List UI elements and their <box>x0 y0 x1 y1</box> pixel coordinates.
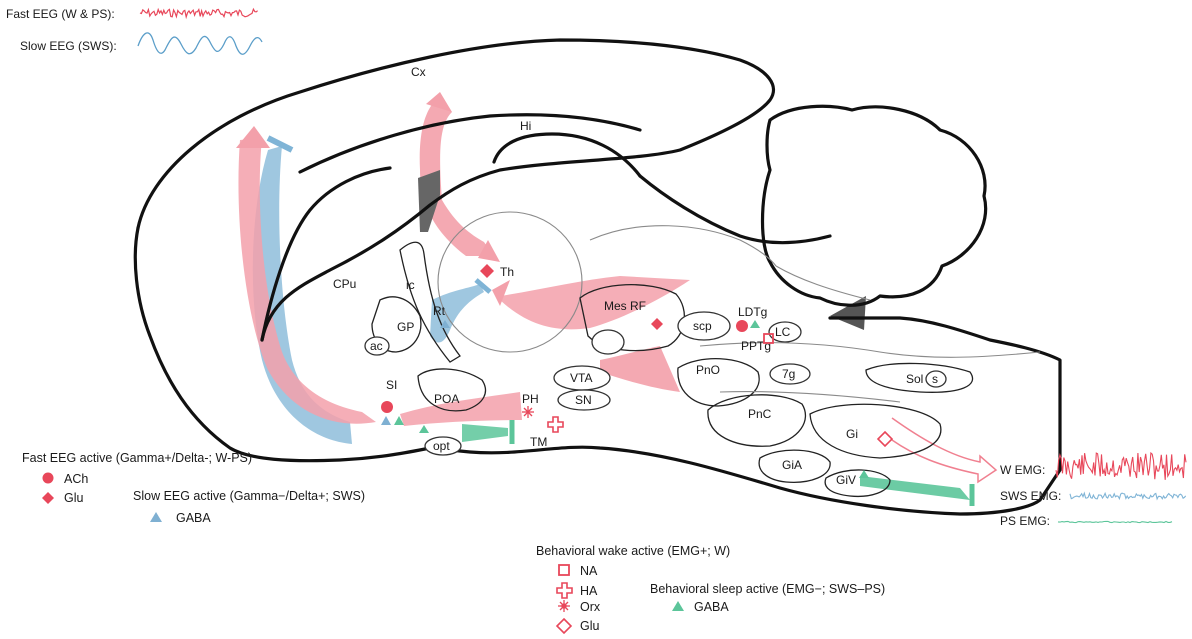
pink-cortex-arrowhead <box>236 126 270 148</box>
label-gp: GP <box>397 320 414 334</box>
legend-ha-icon <box>557 583 572 598</box>
label-si: SI <box>386 378 397 392</box>
pons-dorsal-outline <box>776 266 870 300</box>
fast-eeg-label: Fast EEG (W & PS): <box>6 7 115 21</box>
label-s: s <box>932 372 938 386</box>
gaba-sleep-marker-poa <box>419 425 429 433</box>
gaba-marker-si <box>381 416 391 425</box>
legend-orx-icon <box>558 600 570 612</box>
midbrain-dorsal-outline <box>640 176 830 243</box>
label-ic: ic <box>406 278 415 292</box>
legend-glu-label: Glu <box>64 491 84 505</box>
mamillary-outline <box>592 330 624 354</box>
label-opt: opt <box>433 439 450 453</box>
label-pptg: PPTg <box>741 339 771 353</box>
w-emg-label: W EMG: <box>1000 463 1045 477</box>
ach-marker-ldtg <box>736 320 748 332</box>
legend-ach-label: ACh <box>64 472 88 486</box>
slow-eeg-label: Slow EEG (SWS): <box>20 39 117 53</box>
label-gia: GiA <box>782 458 802 472</box>
legend-glu-icon <box>42 492 54 504</box>
corpus-callosum <box>300 115 640 172</box>
legend-gaba-sleep-label: GABA <box>694 600 729 614</box>
ps-emg-trace <box>1058 521 1172 522</box>
legend-sleep-title: Behavioral sleep active (EMG−; SWS–PS) <box>650 582 885 596</box>
label-ph: PH <box>522 392 539 406</box>
hippocampus-outline <box>494 134 640 176</box>
label-ac: ac <box>370 339 383 353</box>
label-mes-rf: Mes RF <box>604 299 646 313</box>
gaba-sleep-marker-ldtg <box>750 320 760 328</box>
label-lc: LC <box>775 325 791 339</box>
label-hi: Hi <box>520 119 531 133</box>
label-scp: scp <box>693 319 712 333</box>
fast-eeg-trace <box>140 9 258 17</box>
label-cpu: CPu <box>333 277 356 291</box>
legend-na-label: NA <box>580 564 598 578</box>
legend-glu-wake-label: Glu <box>580 619 600 633</box>
orx-marker-ph <box>522 406 534 418</box>
green-emg-pathway <box>860 476 970 500</box>
gaba-sleep-marker-giv <box>859 470 869 478</box>
label-7g: 7g <box>782 367 795 381</box>
legend-orx-label: Orx <box>580 600 601 614</box>
legend-ach-icon <box>43 473 54 484</box>
legend-fast-eeg-title: Fast EEG active (Gamma+/Delta-; W-PS) <box>22 451 252 465</box>
w-emg-trace <box>1056 453 1186 480</box>
label-sol: Sol <box>906 372 923 386</box>
label-sn: SN <box>575 393 592 407</box>
label-ldtg: LDTg <box>738 305 767 319</box>
glu-marker-mes-rf <box>651 318 663 330</box>
green-poa-pathway <box>462 424 508 442</box>
label-vta: VTA <box>570 371 592 385</box>
label-pno: PnO <box>696 363 720 377</box>
legend-ha-label: HA <box>580 584 598 598</box>
sws-emg-label: SWS EMG: <box>1000 489 1061 503</box>
label-rt: Rt <box>433 304 446 318</box>
ps-emg-label: PS EMG: <box>1000 514 1050 528</box>
label-cx: Cx <box>411 65 426 79</box>
pink-mesencephalic-pathway <box>500 276 690 329</box>
label-giv: GiV <box>836 473 856 487</box>
glu-wake-marker-gi <box>878 432 892 446</box>
label-poa: POA <box>434 392 459 406</box>
legend-gaba-slow-label: GABA <box>176 511 211 525</box>
grey-fourth-ventricle <box>830 296 866 330</box>
midbrain-tectum-outline <box>590 226 776 266</box>
label-pnc: PnC <box>748 407 772 421</box>
legend-gaba-sleep-icon <box>672 601 684 611</box>
glu-marker-th <box>480 264 494 278</box>
slow-eeg-trace <box>138 33 262 54</box>
legend-na-icon <box>559 565 569 575</box>
gi-outline <box>810 404 941 458</box>
legend-slow-eeg-title: Slow EEG active (Gamma−/Delta+; SWS) <box>133 489 365 503</box>
wake-emg-arrow <box>892 418 996 482</box>
ha-marker-tm <box>548 417 563 432</box>
ach-marker-si <box>381 401 393 413</box>
cerebellum-outline <box>763 106 986 305</box>
label-gi: Gi <box>846 427 858 441</box>
label-tm: TM <box>530 435 547 449</box>
legend-wake-title: Behavioral wake active (EMG+; W) <box>536 544 730 558</box>
legend-gaba-slow-icon <box>150 512 162 522</box>
legend-glu-wake-icon <box>557 619 571 633</box>
label-th: Th <box>500 265 514 279</box>
pink-hypothalamic-pathway <box>400 392 522 426</box>
sws-emg-trace <box>1070 493 1186 499</box>
